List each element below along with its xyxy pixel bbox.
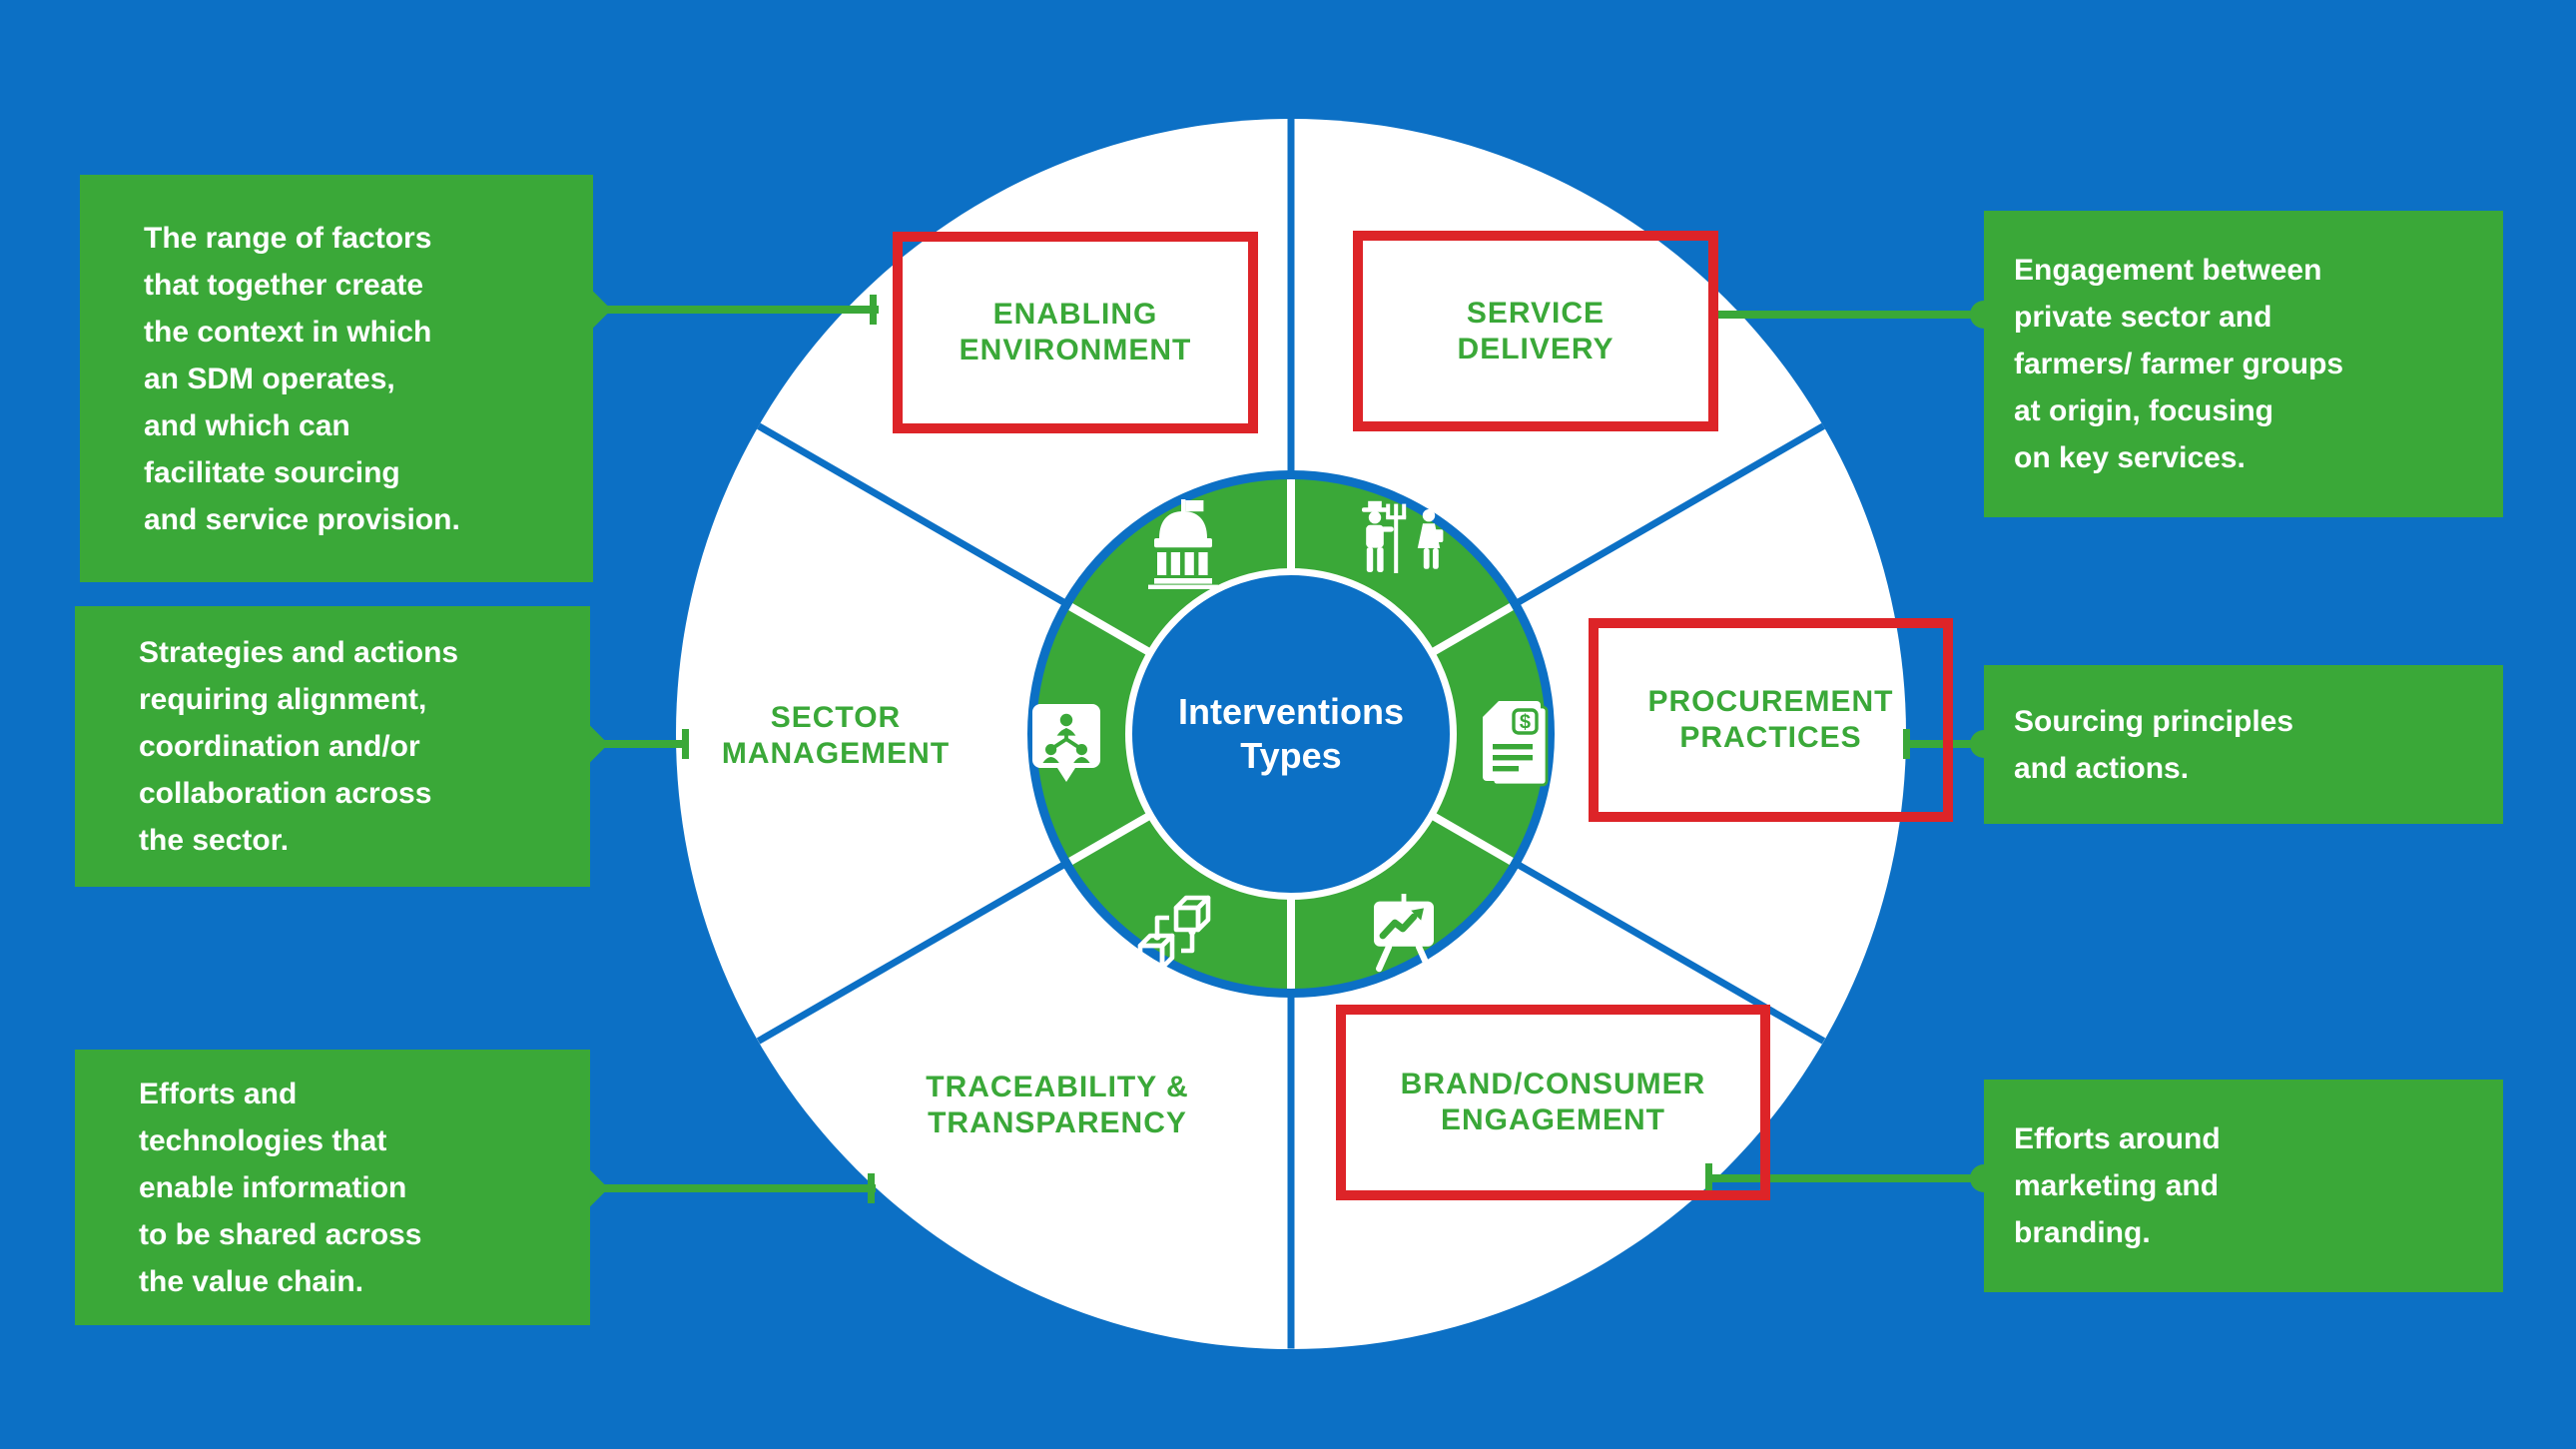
sector-label-sector-management: SECTOR MANAGEMENT xyxy=(636,686,1035,786)
sector-label-text: PROCUREMENT PRACTICES xyxy=(1647,685,1894,754)
callout-enabling-environment: The range of factors that together creat… xyxy=(80,175,593,582)
org-chart-icon xyxy=(1026,701,1106,787)
connector-traceability-endcap xyxy=(868,1173,875,1203)
connector-sector-management xyxy=(588,740,688,748)
center-circle: Interventions Types xyxy=(1125,568,1457,900)
linked-cubes-icon xyxy=(1130,894,1216,980)
callout-tab xyxy=(1970,730,1998,758)
sector-label-procurement-practices: PROCUREMENT PRACTICES xyxy=(1589,618,1953,822)
farmers-icon xyxy=(1353,498,1453,590)
connector-enabling xyxy=(591,306,879,314)
sector-label-enabling-environment: ENABLING ENVIRONMENT xyxy=(893,232,1258,433)
callout-text: Efforts around marketing and branding. xyxy=(2014,1122,2221,1249)
connector-traceability xyxy=(588,1184,876,1192)
callout-text: Efforts and technologies that enable inf… xyxy=(139,1077,422,1298)
sector-label-brand-consumer-engagement: BRAND/CONSUMER ENGAGEMENT xyxy=(1336,1005,1770,1200)
government-building-icon xyxy=(1141,499,1225,589)
connector-procurement-endcap xyxy=(1903,729,1910,759)
connector-brand-endcap xyxy=(1705,1163,1712,1193)
callout-traceability-transparency: Efforts and technologies that enable inf… xyxy=(75,1050,590,1325)
center-title: Interventions Types xyxy=(1177,691,1405,776)
sector-label-text: SECTOR MANAGEMENT xyxy=(721,701,951,770)
callout-text: Sourcing principles and actions. xyxy=(2014,704,2294,785)
sector-label-text: ENABLING ENVIRONMENT xyxy=(959,298,1192,366)
sector-label-text: BRAND/CONSUMER ENGAGEMENT xyxy=(1400,1068,1706,1136)
callout-text: Engagement between private sector and fa… xyxy=(2014,254,2344,474)
callout-brand-consumer-engagement: Efforts around marketing and branding. xyxy=(1984,1080,2503,1292)
sector-label-traceability-transparency: TRACEABILITY & TRANSPARENCY xyxy=(858,1056,1257,1155)
sector-label-service-delivery: SERVICE DELIVERY xyxy=(1353,231,1718,431)
callout-sector-management: Strategies and actions requiring alignme… xyxy=(75,606,590,887)
svg-text:$: $ xyxy=(1520,712,1531,734)
connector-service-delivery xyxy=(1718,311,1984,319)
invoice-dollar-icon: $ xyxy=(1479,699,1551,789)
sector-label-text: SERVICE DELIVERY xyxy=(1457,296,1614,365)
presentation-chart-icon xyxy=(1362,894,1444,978)
connector-sector-management-endcap xyxy=(682,729,689,759)
callout-text: The range of factors that together creat… xyxy=(144,221,460,536)
sector-label-text: TRACEABILITY & TRANSPARENCY xyxy=(926,1071,1189,1139)
connector-brand xyxy=(1709,1174,1984,1182)
interventions-wheel: $ xyxy=(676,119,1906,1349)
callout-text: Strategies and actions requiring alignme… xyxy=(139,636,459,857)
callout-tab xyxy=(1970,301,1998,329)
callout-procurement-practices: Sourcing principles and actions. xyxy=(1984,665,2503,824)
callout-tab xyxy=(1970,1164,1998,1192)
callout-service-delivery: Engagement between private sector and fa… xyxy=(1984,211,2503,517)
connector-enabling-endcap xyxy=(870,295,877,325)
